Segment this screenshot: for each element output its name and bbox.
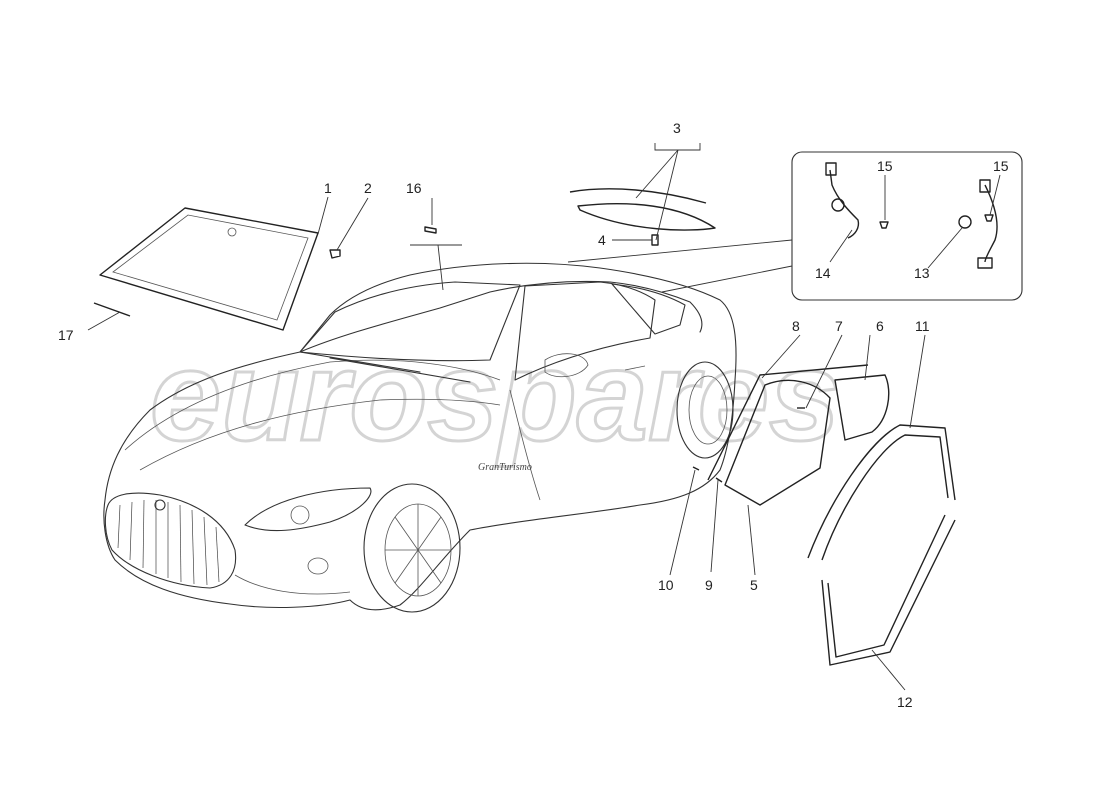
callout-5[interactable]: 5 — [750, 577, 758, 593]
car-front-wheel — [363, 483, 461, 613]
car-side-window-rear — [611, 283, 686, 335]
car-mirror — [544, 353, 589, 378]
callout-11[interactable]: 11 — [915, 318, 930, 334]
roof-strip[interactable] — [569, 188, 707, 204]
car-badge: GranTurismo — [478, 462, 532, 473]
windscreen-glass-inner — [112, 214, 309, 321]
callout-15-right[interactable]: 15 — [993, 158, 1009, 174]
cable-14[interactable] — [829, 169, 860, 239]
car-bumper — [234, 574, 351, 595]
windscreen-lower-strip[interactable] — [93, 302, 131, 317]
callout-12[interactable]: 12 — [897, 694, 913, 710]
car-greenhouse — [299, 280, 703, 353]
car-headlight — [244, 487, 372, 532]
inset-link-lines — [567, 239, 793, 293]
connector-14[interactable] — [825, 162, 837, 176]
bolt-9[interactable] — [715, 477, 723, 483]
car-foglight — [307, 557, 329, 575]
callout-17[interactable]: 17 — [58, 327, 74, 343]
car-illustration: GranTurismo — [103, 262, 737, 613]
callout-13[interactable]: 13 — [914, 265, 930, 281]
callout-3[interactable]: 3 — [673, 120, 681, 136]
screw-15a[interactable] — [879, 221, 889, 229]
rain-sensor — [227, 227, 237, 237]
car-trident-emblem — [154, 499, 166, 511]
callout-15-left[interactable]: 15 — [877, 158, 893, 174]
windscreen-clip[interactable] — [329, 249, 341, 259]
door-upper-seal[interactable] — [807, 424, 956, 561]
roof-glass[interactable] — [577, 202, 716, 231]
car-body-outline — [103, 262, 737, 611]
car-door-handle — [624, 365, 646, 371]
roof-pin[interactable] — [424, 226, 437, 234]
door-front-channel[interactable] — [707, 364, 869, 481]
end-plug-13[interactable] — [977, 257, 993, 269]
connector-13[interactable] — [979, 179, 991, 193]
callout-10[interactable]: 10 — [658, 577, 674, 593]
car-windscreen — [299, 281, 521, 362]
door-lower-seal[interactable] — [821, 514, 956, 666]
callout-4[interactable]: 4 — [598, 232, 606, 248]
car-headlight-lens — [290, 505, 310, 525]
windscreen-glass[interactable] — [99, 207, 319, 331]
callout-2[interactable]: 2 — [364, 180, 372, 196]
car-hood-line — [124, 359, 501, 451]
callout-7[interactable]: 7 — [835, 318, 843, 334]
leader-lines — [87, 143, 1001, 691]
sensor-14[interactable] — [831, 198, 845, 212]
bolt-10[interactable] — [692, 466, 700, 471]
quarter-glass[interactable] — [834, 374, 890, 441]
car-rear-wheel — [676, 361, 734, 459]
callout-labels: 1 2 3 4 5 6 7 8 9 10 11 12 13 14 15 15 1… — [58, 120, 1009, 710]
car-wipers — [299, 351, 471, 383]
roof-bracket[interactable] — [651, 234, 659, 246]
inset-box — [791, 151, 1023, 301]
car-grille — [104, 492, 237, 589]
callout-8[interactable]: 8 — [792, 318, 800, 334]
sensor-13[interactable] — [958, 215, 972, 229]
callout-9[interactable]: 9 — [705, 577, 713, 593]
callout-6[interactable]: 6 — [876, 318, 884, 334]
door-glass[interactable] — [724, 379, 831, 506]
car-front-spokes — [385, 504, 451, 596]
car-rear-rim — [688, 375, 728, 445]
callout-16[interactable]: 16 — [406, 180, 422, 196]
car-grille-slats — [117, 499, 220, 586]
callout-14[interactable]: 14 — [815, 265, 831, 281]
callout-1[interactable]: 1 — [324, 180, 332, 196]
car-door-line — [509, 389, 541, 501]
car-hood-crease — [139, 398, 501, 471]
